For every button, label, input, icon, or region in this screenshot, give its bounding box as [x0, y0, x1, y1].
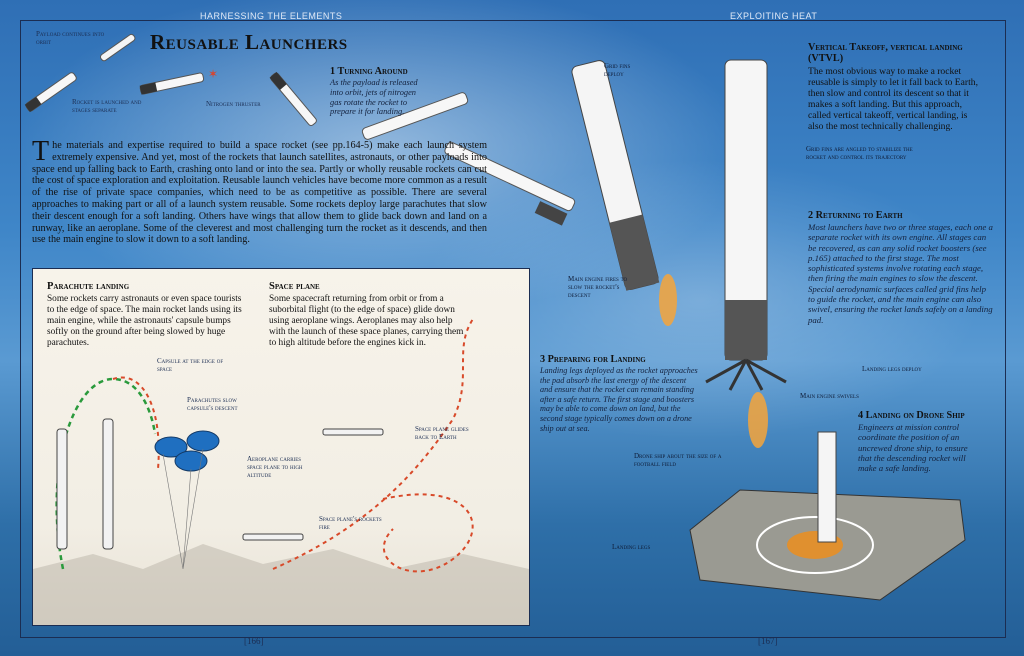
- label-angled: Grid fins are angled to stabilize the ro…: [806, 145, 913, 161]
- label-carries: Aeroplane carries space plane to high al…: [247, 455, 303, 479]
- parachute-heading: Parachute landing: [47, 281, 130, 292]
- label-payload: Payload continues into orbit: [36, 30, 105, 46]
- page-number-left: [166]: [244, 636, 264, 646]
- rocket-landing-icon: [705, 59, 787, 448]
- returning-text: Most launchers have two or three stages,…: [808, 222, 993, 325]
- preparing-text: Landing legs deployed as the rocket appr…: [540, 366, 698, 433]
- returning-heading: 2 Returning to Earth: [808, 210, 903, 221]
- vtvl-heading: Vertical Takeoff, vertical landing (VTVL…: [808, 42, 963, 64]
- label-landinglegs: Landing legs: [612, 543, 651, 551]
- vtvl-text: The most obvious way to make a rocket re…: [808, 66, 978, 132]
- rocket-nitrogen-icon: ✶: [139, 67, 218, 95]
- drone-ship-icon: [689, 431, 966, 601]
- page-title: Reusable Launchers: [150, 30, 348, 54]
- label-swivels: Main engine swivels: [800, 392, 859, 400]
- preparing-heading: 3 Preparing for Landing: [540, 354, 646, 365]
- rocket-turning-icon: [269, 71, 317, 127]
- turning-heading: 1 Turning Around: [330, 66, 408, 77]
- label-fire: Space plane's rockets fire: [319, 515, 382, 531]
- label-mainfire: Main engine fires to slow the rocket's d…: [568, 275, 628, 299]
- panel-illustration: [33, 318, 529, 625]
- label-legs: Landing legs deploy: [862, 365, 922, 373]
- rocket-payload-icon: [100, 33, 136, 62]
- rocket-rotating-icon: [361, 92, 576, 226]
- label-glides: Space plane glides back to Earth: [415, 425, 469, 441]
- drone-heading: 4 Landing on Drone Ship: [858, 410, 965, 421]
- label-separate: Rocket is launched and stages separate: [72, 98, 142, 114]
- drone-text: Engineers at mission control coordinate …: [858, 422, 968, 474]
- spaceplane-text: Some spacecraft returning from orbit or …: [269, 294, 464, 348]
- spaceplane-heading: Space plane: [269, 281, 320, 292]
- parachute-text: Some rockets carry astronauts or even sp…: [47, 294, 242, 348]
- running-header-right: EXPLOITING HEAT: [730, 11, 818, 21]
- page-frame: [20, 20, 1006, 638]
- turning-text: As the payload is released into orbit, j…: [330, 78, 418, 117]
- label-gridfins: Grid fins deploy: [604, 62, 631, 78]
- label-capsule: Capsule at the edge of space: [157, 357, 224, 373]
- svg-text:✶: ✶: [208, 67, 218, 81]
- label-chutes: Parachutes slow capsule's descent: [187, 396, 238, 412]
- rocket-stage-separate-icon: [24, 72, 77, 113]
- page-number-right: [167]: [758, 636, 778, 646]
- parachute-spaceplane-panel: Parachute landing Some rockets carry ast…: [32, 268, 530, 626]
- label-droneship: Drone ship about the size of a football …: [634, 452, 722, 468]
- label-nitrogen: Nitrogen thruster: [206, 100, 261, 108]
- running-header-left: HARNESSING THE ELEMENTS: [200, 11, 343, 21]
- rocket-descending-icon: [571, 60, 677, 326]
